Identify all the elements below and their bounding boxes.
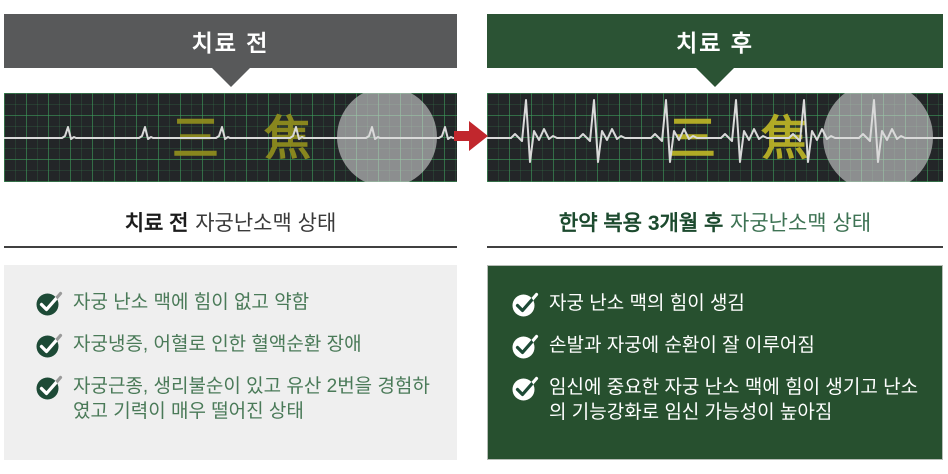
after-column: 치료 후 三 焦 한약 복용 3개월 후 자궁난소맥 상태 자궁 난소 맥의 힘이…: [487, 0, 943, 474]
after-caption: 한약 복용 3개월 후 자궁난소맥 상태: [487, 207, 943, 237]
before-banner-pointer-icon: [211, 68, 250, 87]
list-item: 손발과 자궁에 순환이 잘 이루어짐: [512, 334, 930, 360]
before-pulse-panel: 三 焦: [4, 93, 457, 182]
after-waveform: [487, 99, 943, 163]
after-banner-label: 치료 후: [676, 30, 754, 56]
check-icon: [512, 292, 539, 317]
transition-arrow-icon: [454, 121, 488, 151]
after-caption-bold: 한약 복용 3개월 후: [558, 212, 724, 235]
after-pulse-panel: 三 焦: [487, 93, 943, 182]
after-findings-box: 자궁 난소 맥의 힘이 생김 손발과 자궁에 순환이 잘 이루어짐 임신에 중요…: [487, 265, 943, 460]
after-caption-rest: 자궁난소맥 상태: [730, 212, 872, 235]
list-item: 자궁냉증, 어혈로 인한 혈액순환 장애: [36, 333, 443, 359]
list-item: 자궁 난소 맥에 힘이 없고 약함: [36, 291, 443, 317]
finding-text: 임신에 중요한 자궁 난소 맥에 힘이 생기고 난소의 기능강화로 임신 가능성…: [549, 377, 919, 423]
list-item: 임신에 중요한 자궁 난소 맥에 힘이 생기고 난소의 기능강화로 임신 가능성…: [512, 376, 930, 425]
check-icon: [512, 334, 539, 359]
list-item: 자궁근종, 생리불순이 있고 유산 2번을 경험하였고 기력이 매우 떨어진 상…: [36, 375, 443, 424]
finding-text: 자궁 난소 맥의 힘이 생김: [549, 293, 745, 314]
after-banner-pointer-icon: [696, 68, 734, 87]
check-icon: [36, 375, 63, 400]
finding-text: 자궁냉증, 어혈로 인한 혈액순환 장애: [73, 334, 362, 355]
before-caption-rest: 자궁난소맥 상태: [195, 212, 337, 235]
finding-text: 손발과 자궁에 순환이 잘 이루어짐: [549, 335, 815, 356]
before-caption-bold: 치료 전: [124, 212, 189, 235]
after-divider: [487, 246, 943, 248]
check-icon: [512, 376, 539, 401]
list-item: 자궁 난소 맥의 힘이 생김: [512, 292, 930, 318]
before-banner: 치료 전: [4, 14, 457, 68]
finding-text: 자궁근종, 생리불순이 있고 유산 2번을 경험하였고 기력이 매우 떨어진 상…: [73, 376, 430, 422]
finding-text: 자궁 난소 맥에 힘이 없고 약함: [73, 292, 310, 313]
check-icon: [36, 291, 63, 316]
before-waveform: [4, 126, 457, 140]
check-icon: [36, 333, 63, 358]
before-caption: 치료 전 자궁난소맥 상태: [4, 207, 457, 237]
before-banner-label: 치료 전: [191, 30, 270, 56]
before-findings-box: 자궁 난소 맥에 힘이 없고 약함 자궁냉증, 어혈로 인한 혈액순환 장애 자…: [4, 265, 457, 460]
before-divider: [4, 246, 457, 248]
after-banner: 치료 후: [487, 14, 943, 68]
